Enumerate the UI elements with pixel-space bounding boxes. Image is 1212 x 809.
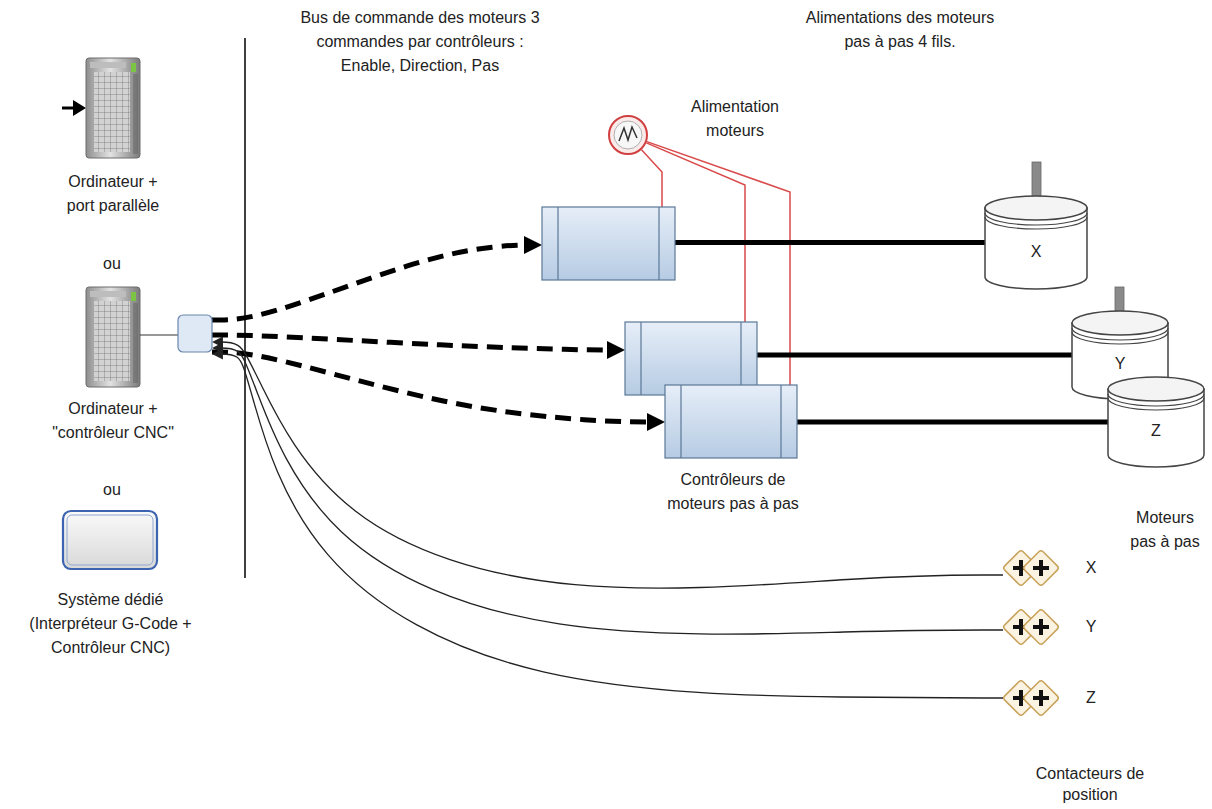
position-switch: X bbox=[1003, 548, 1069, 588]
node-label: Y bbox=[1081, 615, 1101, 639]
port-arrow bbox=[62, 100, 86, 116]
stepper-motor-shape bbox=[985, 195, 1087, 290]
motor-cable bbox=[797, 420, 1108, 425]
position-switch-shape bbox=[1003, 678, 1069, 718]
text-holder: Z bbox=[1081, 686, 1101, 710]
node-label: X bbox=[1081, 556, 1101, 580]
text-holder: Ordinateur + port parallèle bbox=[54, 170, 172, 218]
position-switch: Z bbox=[1003, 678, 1069, 718]
position-switch-shape bbox=[1003, 548, 1069, 588]
stepper-motor: Z bbox=[1108, 376, 1204, 468]
node-label: Ordinateur + "contrôleur CNC" bbox=[38, 397, 188, 445]
dedicated-system-box: Système dédié (Interpréteur G-Code + Con… bbox=[62, 510, 158, 570]
power-supply: Alimentation moteurs bbox=[608, 115, 648, 155]
node-label: Z bbox=[1081, 686, 1101, 710]
control-signal-arrow bbox=[212, 245, 533, 320]
stepper-controller bbox=[542, 207, 675, 280]
text-holder: Ordinateur + "contrôleur CNC" bbox=[38, 397, 188, 445]
switch-signal-wire bbox=[217, 354, 1003, 698]
node-label: X bbox=[985, 240, 1087, 264]
stepper-controller bbox=[665, 385, 797, 458]
computer-icon-shape bbox=[86, 58, 140, 158]
position-switch: Y bbox=[1003, 607, 1069, 647]
text-holder: Alimentation moteurs bbox=[675, 95, 795, 143]
motor-cable bbox=[757, 353, 1072, 358]
stepper-controller bbox=[625, 322, 757, 395]
motor-cable bbox=[675, 240, 985, 245]
stepper-motor: X bbox=[985, 195, 1087, 290]
switch-signal-wire bbox=[217, 348, 1003, 634]
alternative-word: ou bbox=[92, 252, 132, 276]
group-caption: Moteurs pas à pas bbox=[1125, 506, 1205, 554]
stepper-controller-shape bbox=[625, 322, 757, 395]
switch-signal-wire bbox=[217, 342, 1003, 588]
computer-icon: Ordinateur + port parallèle bbox=[86, 58, 140, 158]
group-caption: Contacteurs de position bbox=[1030, 763, 1150, 805]
text-holder: Z bbox=[1108, 419, 1204, 443]
power-caption: Alimentations des moteurs pas à pas 4 fi… bbox=[800, 6, 1000, 54]
control-signal-arrow bbox=[212, 352, 656, 422]
alternative-word: ou bbox=[92, 478, 132, 502]
position-switch-shape bbox=[1003, 607, 1069, 647]
node-label: Y bbox=[1072, 352, 1168, 376]
dedicated-system-box-shape bbox=[62, 510, 158, 570]
group-caption: Contrôleurs de moteurs pas à pas bbox=[663, 468, 803, 516]
node-label: Ordinateur + port parallèle bbox=[54, 170, 172, 218]
text-holder: Y bbox=[1072, 352, 1168, 376]
bus-caption: Bus de commande des moteurs 3 commandes … bbox=[300, 6, 540, 78]
stepper-controller-shape bbox=[665, 385, 797, 458]
power-supply-shape bbox=[608, 115, 648, 155]
text-holder: Système dédié (Interpréteur G-Code + Con… bbox=[28, 588, 193, 660]
node-label: Alimentation moteurs bbox=[675, 95, 795, 143]
stepper-controller-shape bbox=[542, 207, 675, 280]
node-label: Z bbox=[1108, 419, 1204, 443]
computer-icon-shape bbox=[86, 287, 212, 387]
text-holder: X bbox=[985, 240, 1087, 264]
computer-icon: Ordinateur + "contrôleur CNC" bbox=[86, 287, 212, 387]
control-signal-arrow bbox=[212, 335, 616, 350]
node-label: Système dédié (Interpréteur G-Code + Con… bbox=[28, 588, 193, 660]
text-holder: X bbox=[1081, 556, 1101, 580]
text-holder: Y bbox=[1081, 615, 1101, 639]
bus-line bbox=[244, 38, 246, 578]
power-wire bbox=[642, 150, 662, 207]
